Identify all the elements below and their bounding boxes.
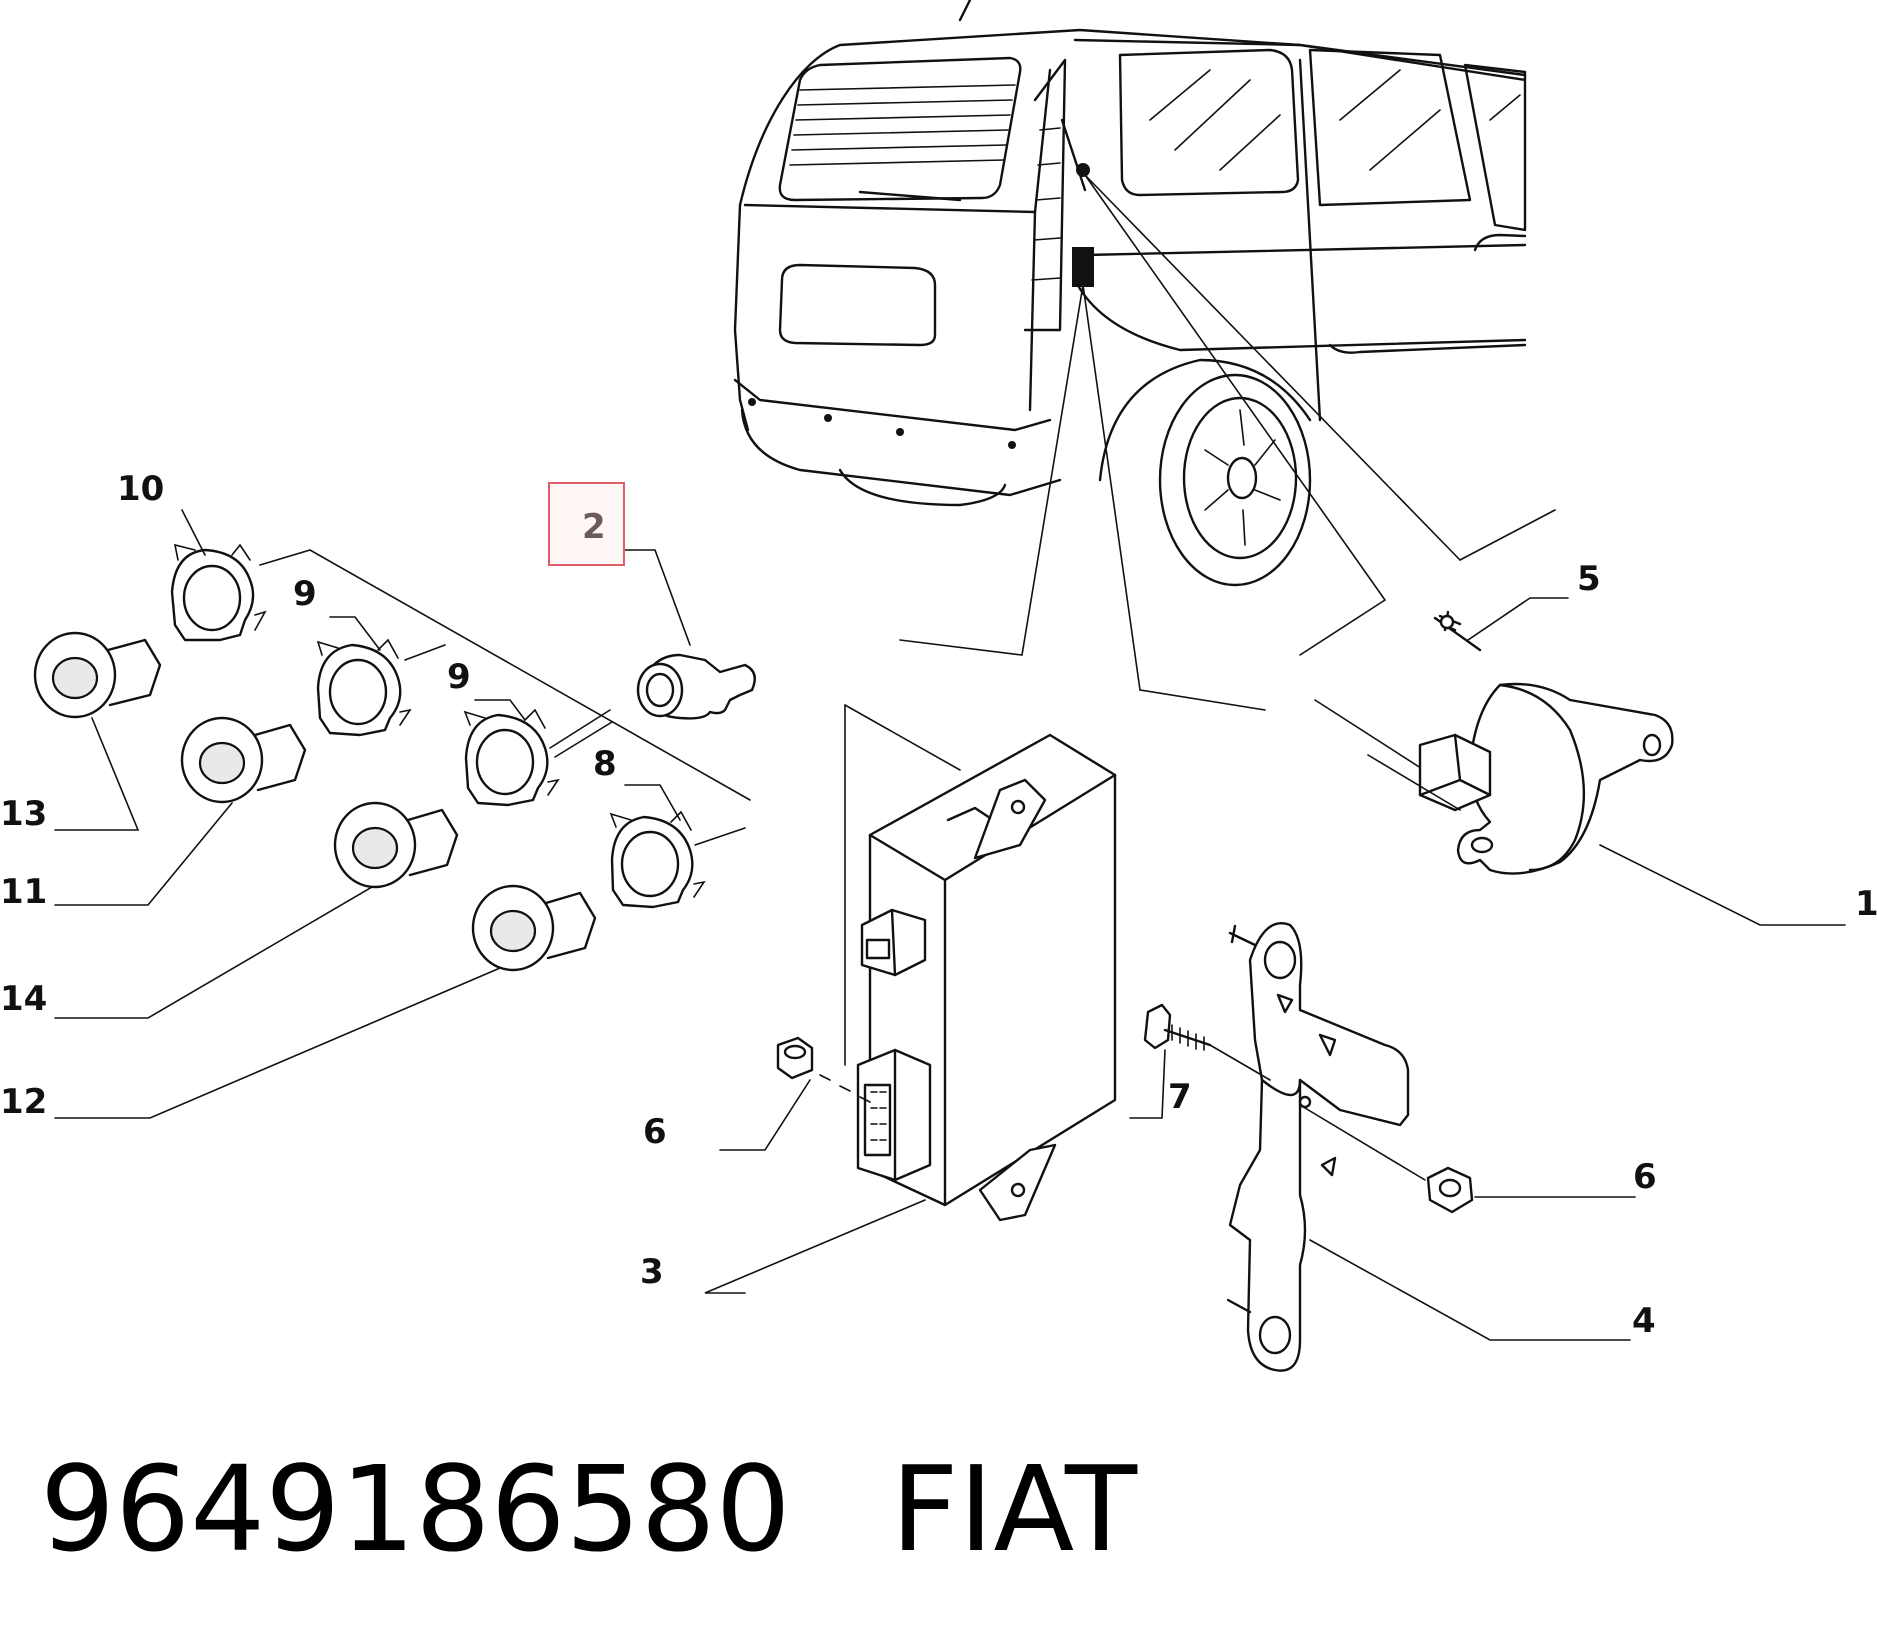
- callout-5: 5: [1577, 559, 1601, 599]
- callout-8: 8: [593, 744, 617, 784]
- rivet-part-5: [1433, 610, 1482, 652]
- callout-9-lower: 9: [447, 657, 471, 697]
- callout-1: 1: [1855, 884, 1877, 924]
- exploded-guide-lines: [259, 549, 751, 846]
- bolt-part-7: [1143, 1003, 1271, 1081]
- nut-part-6-right: [1299, 1104, 1474, 1214]
- bracket-part-4: [1226, 922, 1410, 1372]
- callout-14: 14: [0, 979, 47, 1019]
- buzzer-part-1: [1367, 682, 1674, 875]
- nut-part-6-left: [776, 1036, 871, 1103]
- callout-6-right: 6: [1633, 1157, 1657, 1197]
- callout-11: 11: [0, 872, 47, 912]
- callout-13: 13: [0, 794, 47, 834]
- part-caption: 9649186580 FIAT: [40, 1440, 1137, 1578]
- vehicle-illustration: [733, 0, 1527, 587]
- sensor-rings: [33, 543, 706, 972]
- part-number: 9649186580: [40, 1440, 791, 1578]
- callout-10: 10: [117, 469, 164, 509]
- callout-9-upper: 9: [293, 574, 317, 614]
- callout-3: 3: [640, 1252, 664, 1292]
- brand-name: FIAT: [890, 1440, 1138, 1578]
- vehicle-leader-lines: [899, 174, 1556, 791]
- callout-6-left: 6: [643, 1112, 667, 1152]
- control-unit-part-3: [844, 704, 1117, 1222]
- callout-4: 4: [1632, 1301, 1656, 1341]
- callout-leaders: [54, 509, 1846, 1341]
- callout-2-highlighted: 2: [582, 507, 606, 547]
- callout-labels: 1 2 3 4 5 6 6 7 8 9 9 10 11 12 13 14: [0, 469, 1877, 1341]
- callout-12: 12: [0, 1082, 47, 1122]
- highlight-box: [548, 482, 625, 566]
- callout-7: 7: [1168, 1077, 1192, 1117]
- sensor-part-2: [554, 653, 756, 758]
